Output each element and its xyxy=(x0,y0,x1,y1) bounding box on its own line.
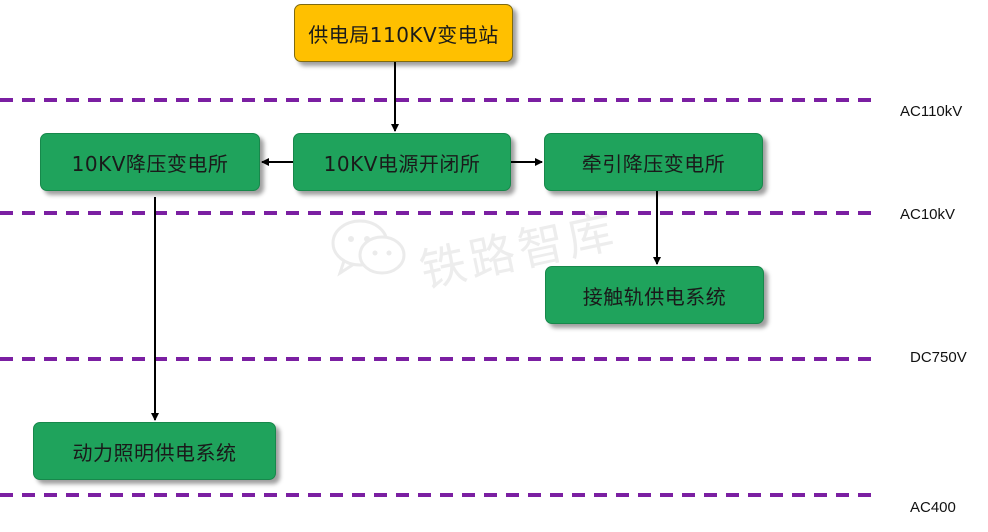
node-substation-110kv: 供电局110KV变电站 xyxy=(294,4,513,62)
node-power-switching-station: 10KV电源开闭所 xyxy=(293,133,511,191)
level-label-ac400: AC400 xyxy=(910,499,956,516)
node-lighting-system: 动力照明供电系统 xyxy=(33,422,276,480)
level-label-ac10kv: AC10kV xyxy=(900,206,956,223)
level-label-ac110kv: AC110kV xyxy=(900,103,963,120)
node-contact-rail-system: 接触轨供电系统 xyxy=(545,266,764,324)
node-step-down-substation: 10KV降压变电所 xyxy=(40,133,260,191)
node-traction-substation: 牵引降压变电所 xyxy=(544,133,763,191)
level-label-dc750v: DC750V xyxy=(910,349,967,366)
